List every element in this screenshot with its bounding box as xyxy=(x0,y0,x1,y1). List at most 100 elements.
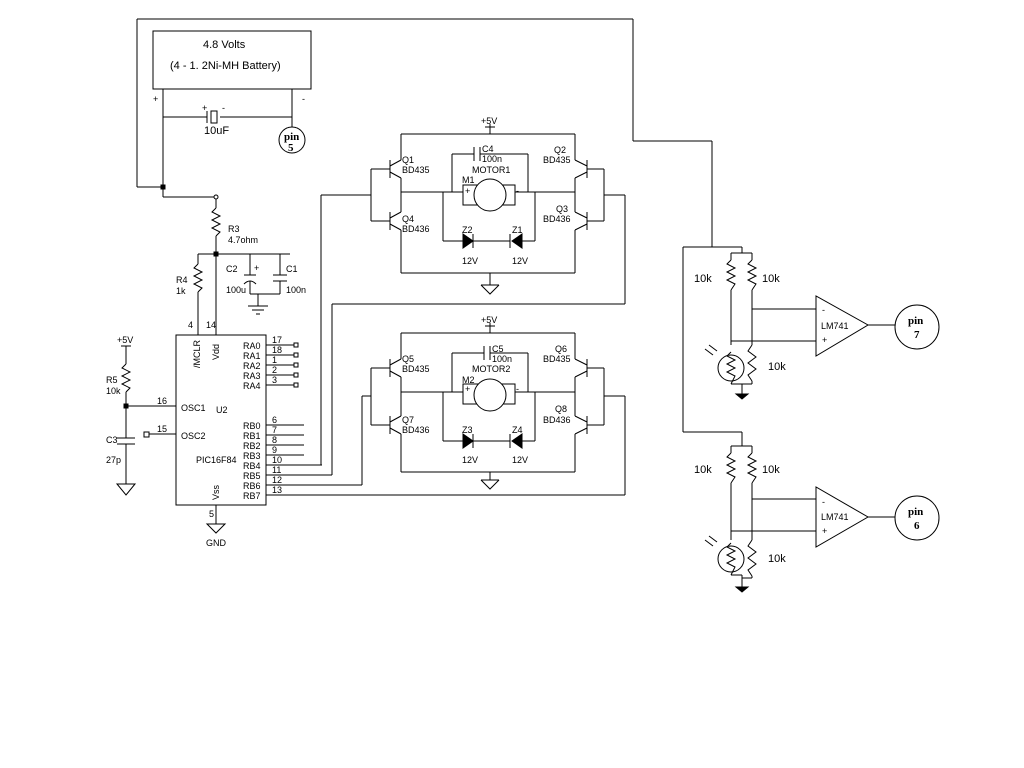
c5-value: 100n xyxy=(492,354,512,364)
mcu-rb2: RB2 xyxy=(243,441,261,451)
sensor1-pin-label: pin xyxy=(908,315,923,327)
c4-value: 100n xyxy=(482,154,502,164)
motor1-ref: M1 xyxy=(462,175,475,185)
mcu-rb5-pin: 11 xyxy=(272,465,281,475)
battery-minus-label: - xyxy=(302,94,305,104)
c1-name: C1 xyxy=(286,264,298,274)
c3-name: C3 xyxy=(106,435,118,445)
pic16f84-mcu: 4 14 /MCLR Vdd Vss OSC1 OSC2 U2 PIC16F84… xyxy=(157,320,282,519)
c5-name: C5 xyxy=(492,344,504,354)
h-bridge-1: +5V Q1 BD435 Q4 BD436 Q2 BD435 xyxy=(304,116,626,475)
mcu-ra2-pin: 1 xyxy=(272,355,277,365)
r3-value: 4.7ohm xyxy=(228,235,258,245)
battery-block: 4.8 Volts (4 - 1. 2Ni-MH Battery) + - xyxy=(152,30,312,104)
c4-name: C4 xyxy=(482,144,494,154)
mcu-rb6-pin: 12 xyxy=(272,475,282,485)
pin5-label-top: pin xyxy=(284,131,299,143)
sensor2-opamp-name: LM741 xyxy=(821,512,849,522)
battery-voltage-label: 4.8 Volts xyxy=(203,39,246,51)
z2-name: Z2 xyxy=(462,225,473,235)
h-bridge-2: +5V Q5 BD435 Q7 BD436 Q6 BD435 xyxy=(361,315,626,495)
q4-part: BD436 xyxy=(402,224,430,234)
mcu-pin-16: 16 xyxy=(157,396,167,406)
sensor1-ldr: 10k xyxy=(768,361,786,373)
mcu-rb4: RB4 xyxy=(243,461,261,471)
z3-name: Z3 xyxy=(462,425,473,435)
mcu-osc1-label: OSC1 xyxy=(181,403,206,413)
pin5-label-num: 5 xyxy=(288,142,294,154)
z1-value: 12V xyxy=(512,256,528,266)
mcu-pin-15: 15 xyxy=(157,424,167,434)
bridge1-supply: +5V xyxy=(481,116,497,126)
mcu-rb5: RB5 xyxy=(243,471,261,481)
q7-part: BD436 xyxy=(402,425,430,435)
mcu-ra0: RA0 xyxy=(243,341,261,351)
rb-pin-stubs xyxy=(266,424,625,496)
mcu-pin-14: 14 xyxy=(206,320,216,330)
mcu-rb0-pin: 6 xyxy=(272,415,277,425)
sensor1-opamp-name: LM741 xyxy=(821,321,849,331)
mcu-ra2: RA2 xyxy=(243,361,261,371)
q1-part: BD435 xyxy=(402,165,430,175)
mcu-osc2-label: OSC2 xyxy=(181,431,206,441)
mcu-rb4-pin: 10 xyxy=(272,455,282,465)
sensor2-r-right: 10k xyxy=(762,464,780,476)
q7-name: Q7 xyxy=(402,415,414,425)
battery-plus-label: + xyxy=(153,94,158,104)
motor2-name: MOTOR2 xyxy=(472,364,510,374)
r5-value: 10k xyxy=(106,386,121,396)
z4-value: 12V xyxy=(512,455,528,465)
q8-name: Q8 xyxy=(555,404,567,414)
mcu-ra3: RA3 xyxy=(243,371,261,381)
sensor2-opamp-minus: - xyxy=(822,497,825,507)
z4-name: Z4 xyxy=(512,425,523,435)
sensor1-r-left: 10k xyxy=(694,273,712,285)
q6-name: Q6 xyxy=(555,344,567,354)
q1-name: Q1 xyxy=(402,155,414,165)
mcu-rb7-pin: 13 xyxy=(272,485,282,495)
mcu-ra4: RA4 xyxy=(243,381,261,391)
motor2-minus: - xyxy=(516,384,519,394)
mcu-ra1-pin: 18 xyxy=(272,345,282,355)
c2-plus: + xyxy=(254,263,259,273)
mcu-rb0: RB0 xyxy=(243,421,261,431)
mcu-rb1-pin: 7 xyxy=(272,425,277,435)
cap-10uf-minus: - xyxy=(222,103,225,113)
r5-supply-label: +5V xyxy=(117,335,133,345)
sensor2-ldr: 10k xyxy=(768,553,786,565)
sensor-1: 10k 10k 10k - + LM741 pin 7 xyxy=(682,246,940,433)
q4-name: Q4 xyxy=(402,214,414,224)
q6-part: BD435 xyxy=(543,354,571,364)
q5-name: Q5 xyxy=(402,354,414,364)
mcu-ra1: RA1 xyxy=(243,351,261,361)
c3-value: 27p xyxy=(106,455,121,465)
mcu-rb3-pin: 9 xyxy=(272,445,277,455)
battery-type-label: (4 - 1. 2Ni-MH Battery) xyxy=(170,60,281,72)
sensor2-pin-num: 6 xyxy=(914,520,920,532)
z1-name: Z1 xyxy=(512,225,523,235)
sensor1-opamp-minus: - xyxy=(822,305,825,315)
cap-10uf: + - 10uF xyxy=(202,103,229,137)
motor1-minus: - xyxy=(516,186,519,196)
q3-name: Q3 xyxy=(556,204,568,214)
mcu-support-wires: +5V R5 10k C3 27p GND xyxy=(106,335,227,548)
c1-value: 100n xyxy=(286,285,306,295)
motor2-ref: M2 xyxy=(462,375,475,385)
cap-10uf-label: 10uF xyxy=(204,125,229,137)
q3-part: BD436 xyxy=(543,214,571,224)
mcu-rb7: RB7 xyxy=(243,491,261,501)
r3-resistor: R3 4.7ohm xyxy=(210,194,258,254)
mcu-part-name: PIC16F84 xyxy=(196,455,237,465)
mcu-rb6: RB6 xyxy=(243,481,261,491)
q2-part: BD435 xyxy=(543,155,571,165)
pin5-terminal: pin 5 xyxy=(278,126,306,154)
r3-name: R3 xyxy=(228,224,240,234)
q8-part: BD436 xyxy=(543,415,571,425)
sensor1-pin-num: 7 xyxy=(914,329,920,341)
mcu-rb1: RB1 xyxy=(243,431,261,441)
power-rail-vdd: R4 1k + C2 100u C1 100n xyxy=(176,251,306,335)
mcu-ra0-pin: 17 xyxy=(272,335,282,345)
battery-wires xyxy=(136,18,713,247)
z3-value: 12V xyxy=(462,455,478,465)
ra-pin-stubs xyxy=(266,342,299,388)
